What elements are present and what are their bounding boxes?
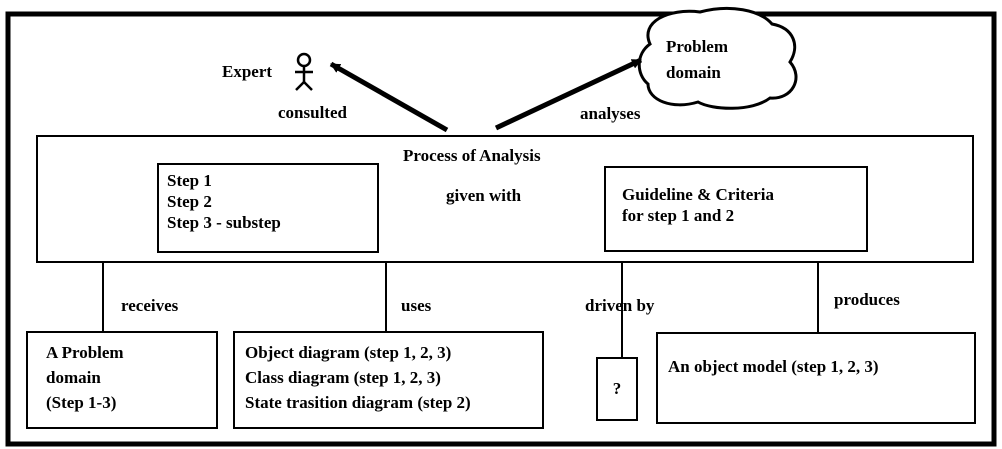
step-1: Step 1 [167,171,212,190]
object-model-text: An object model (step 1, 2, 3) [668,357,879,376]
object-model-box: An object model (step 1, 2, 3) [656,332,976,424]
steps-box: Step 1 Step 2 Step 3 - substep [157,163,379,253]
unknown-driver-box: ? [596,357,638,421]
problem-domain-line1: A Problem [46,343,124,362]
expert-label: Expert [222,62,273,81]
driven-by-label: driven by [585,296,655,315]
state-transition-diagram-item: State trasition diagram (step 2) [245,393,471,412]
arrow-analyses [494,57,643,131]
process-title: Process of Analysis [403,146,541,165]
object-diagram-item: Object diagram (step 1, 2, 3) [245,343,452,362]
guideline-line2: for step 1 and 2 [622,206,735,225]
receives-label: receives [121,296,179,315]
outer-frame [5,11,997,447]
analyses-label: analyses [580,104,641,123]
problem-domain-cloud [637,6,798,110]
expert-actor-icon [295,52,313,91]
guideline-box: Guideline & Criteria for step 1 and 2 [604,166,868,252]
unknown-driver-text: ? [612,379,622,398]
problem-domain-cloud-line1: Problem [666,37,729,56]
uses-label: uses [401,296,432,315]
problem-domain-cloud-line2: domain [666,63,721,82]
consulted-label: consulted [278,103,347,122]
guideline-line1: Guideline & Criteria [622,185,775,204]
class-diagram-item: Class diagram (step 1, 2, 3) [245,368,441,387]
produces-label: produces [834,290,900,309]
problem-domain-line2: domain [46,368,101,387]
problem-domain-line3: (Step 1-3) [46,393,117,412]
diagrams-box: Object diagram (step 1, 2, 3) Class diag… [233,331,544,429]
problem-domain-box: A Problem domain (Step 1-3) [26,331,218,429]
arrow-consulted [329,61,449,133]
step-3: Step 3 - substep [167,213,281,232]
given-with-label: given with [446,186,522,205]
step-2: Step 2 [167,192,212,211]
